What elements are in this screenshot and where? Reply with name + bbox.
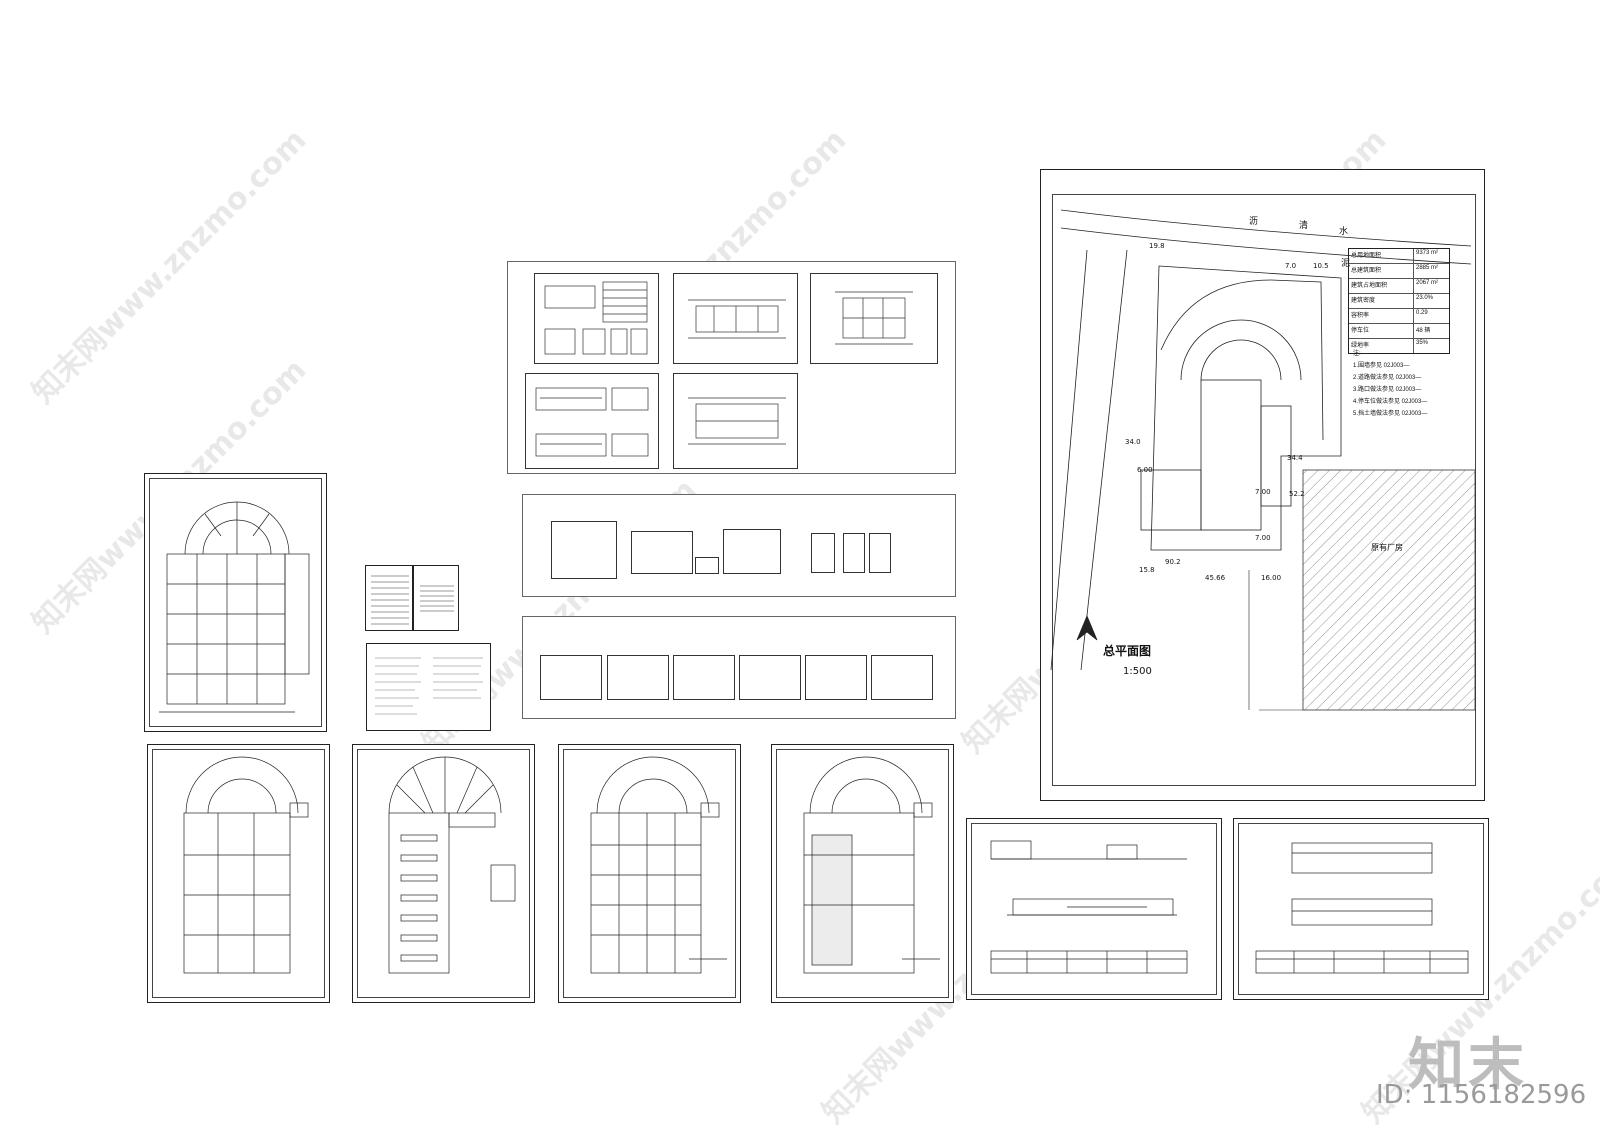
floor-plan-sheet-2: [147, 744, 330, 1003]
econ-value-2: 2885 m²: [1416, 265, 1439, 271]
dim-9: 52.2: [1289, 490, 1305, 498]
dim-8: 16.00: [1261, 574, 1282, 582]
dim-6: 15.8: [1139, 566, 1155, 574]
site-plan-sheet: 沥 清 水 泥 19.8 7.0 10.5 34.0 90.2 15.8 45.…: [1040, 169, 1485, 801]
dim-3: 10.5: [1313, 262, 1329, 270]
thumb-node-4: [739, 655, 801, 700]
dim-12: 6.00: [1137, 466, 1153, 474]
thumb-node-1: [540, 655, 602, 700]
detail-panel-lower: [522, 616, 956, 719]
econ-value-6: 48 辆: [1416, 328, 1431, 334]
thumb-detail-d: [723, 529, 781, 574]
dim-1: 19.8: [1149, 242, 1165, 250]
dim-7: 45.66: [1205, 574, 1226, 582]
dim-4: 34.0: [1125, 438, 1141, 446]
econ-label-7: 绿地率: [1349, 339, 1414, 353]
econ-label-5: 容积率: [1349, 309, 1414, 323]
design-notes-sheet: [366, 643, 491, 731]
thumb-detail-e: [811, 533, 835, 573]
thumb-node-6: [871, 655, 933, 700]
thumb-plan-3: [673, 373, 798, 469]
thumb-plan-2: [810, 273, 938, 364]
thumb-detail-c: [695, 557, 719, 574]
thumb-section-table: [534, 273, 659, 364]
econ-value-3: 2067 m²: [1416, 280, 1439, 286]
floor-plan-sheet-4: [771, 744, 954, 1003]
elevation-sheet-2: [1233, 818, 1489, 1000]
site-plan-scale: 1:500: [1123, 666, 1152, 677]
drawing-index-sheet: [365, 565, 413, 631]
roof-plan-sheet: [352, 744, 535, 1003]
thumb-detail-a: [551, 521, 617, 579]
watermark-id: ID: 1156182596: [1376, 1080, 1587, 1110]
floor-plan-sheet-1: [144, 473, 327, 732]
dim-2: 7.0: [1285, 262, 1297, 270]
detail-panel-top: [507, 261, 956, 474]
note-3: 3.路口做法参见 02J003—: [1353, 387, 1422, 393]
note-5: 5.挡土墙做法参见 02J003—: [1353, 411, 1428, 417]
thumb-plan-1: [673, 273, 798, 364]
econ-value-5: 0.29: [1416, 310, 1428, 316]
hatched-area-label: 原有厂房: [1371, 543, 1403, 552]
econ-label-3: 建筑占地面积: [1349, 279, 1414, 293]
econ-label-4: 建筑密度: [1349, 294, 1414, 308]
thumb-node-3: [673, 655, 735, 700]
floor-plan-sheet-3: [558, 744, 741, 1003]
elevation-sheet-1: [966, 818, 1222, 1000]
road-label-2: 清: [1299, 221, 1309, 231]
thumb-node-2: [607, 655, 669, 700]
thumb-detail-g: [869, 533, 891, 573]
site-notes: 注: 1.围墙参见 02J003— 2.道路做法参见 02J003— 3.路口做…: [1353, 348, 1473, 420]
road-label-3: 水: [1339, 227, 1349, 237]
econ-label-2: 总建筑面积: [1349, 264, 1414, 278]
drawing-list-sheet: [413, 565, 459, 631]
econ-value-4: 23.0%: [1416, 295, 1434, 301]
econ-label-6: 停车位: [1349, 324, 1414, 338]
road-label-1: 沥: [1249, 217, 1259, 227]
dim-13: 34.4: [1287, 454, 1303, 462]
dim-10: 7.00: [1255, 488, 1271, 496]
econ-value-1: 9373 m²: [1416, 250, 1439, 256]
econ-value-7: 35%: [1416, 340, 1429, 346]
thumb-detail-b: [631, 531, 693, 574]
thumb-detail-f: [843, 533, 865, 573]
note-2: 2.道路做法参见 02J003—: [1353, 375, 1422, 381]
dim-5: 90.2: [1165, 558, 1181, 566]
econ-label-1: 总用地面积: [1349, 249, 1414, 263]
note-1: 1.围墙参见 02J003—: [1353, 363, 1410, 369]
thumb-elevations: [525, 373, 659, 469]
dim-11: 7.00: [1255, 534, 1271, 542]
watermark-logo: 知末: [1408, 1033, 1528, 1098]
road-label-4: 泥: [1341, 259, 1351, 269]
detail-panel-middle: [522, 494, 956, 597]
note-0: 注:: [1353, 351, 1361, 357]
note-4: 4.停车位做法参见 02J003—: [1353, 399, 1428, 405]
site-plan-title: 总平面图: [1103, 644, 1152, 658]
thumb-node-5: [805, 655, 867, 700]
